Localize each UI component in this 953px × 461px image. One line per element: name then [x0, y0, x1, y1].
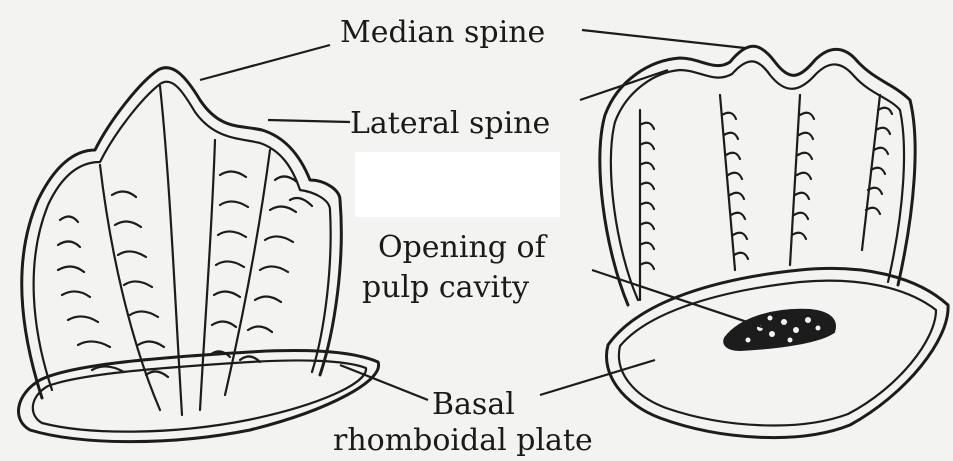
left-ribs-a [58, 216, 124, 372]
blank-patch [355, 152, 560, 217]
label-opening-line1: Opening of [378, 230, 548, 265]
leader-median-right [582, 30, 745, 48]
left-ribs-c [210, 171, 248, 357]
right-ribs-2 [720, 95, 748, 270]
leader-basal-left [340, 365, 428, 400]
leader-basal-right [540, 360, 655, 395]
left-crown-outline [22, 68, 342, 398]
left-ridge-3 [225, 150, 270, 395]
left-ridge-1 [160, 86, 182, 415]
label-basal-line2: rhomboidal plate [333, 423, 593, 458]
label-median-spine: Median spine [340, 15, 545, 50]
leader-lateral-right [580, 70, 668, 100]
right-ribs-4 [862, 95, 892, 250]
label-lateral-spine: Lateral spine [350, 106, 550, 141]
label-opening-line2: pulp cavity [362, 270, 529, 305]
left-scale [19, 68, 379, 442]
right-crown-outline [600, 46, 915, 305]
left-ridge-4 [200, 140, 215, 410]
right-scale [600, 46, 948, 437]
label-basal-line1: Basal [432, 387, 515, 422]
left-basal-plate-inner [33, 360, 366, 431]
leader-lateral-left [268, 120, 350, 122]
leader-median-left [200, 45, 330, 80]
right-ribs-3 [790, 95, 814, 265]
right-ribs-1 [640, 110, 654, 300]
right-basal-plate [607, 268, 949, 437]
right-crown-inner [611, 61, 904, 300]
